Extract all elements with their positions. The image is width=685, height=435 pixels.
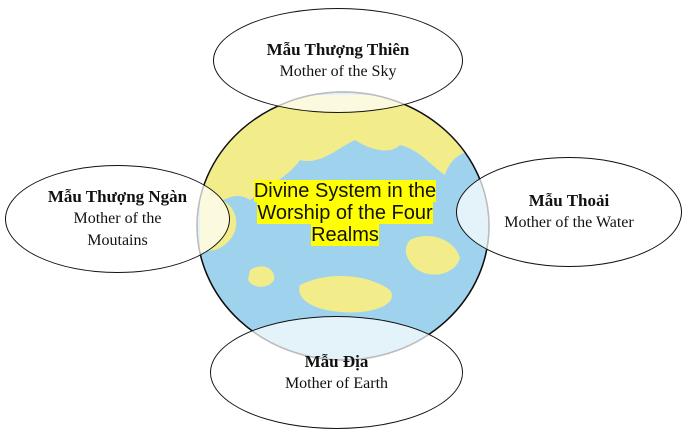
node-earth-title: Mẫu Địa bbox=[304, 351, 369, 371]
node-earth: Mẫu Địa Mother of Earth bbox=[210, 316, 463, 429]
continent-southeast bbox=[405, 236, 460, 275]
node-sky-subtitle: Mother of the Sky bbox=[279, 62, 397, 80]
node-mountain-subtitle: Mother of the Moutains bbox=[73, 210, 162, 249]
center-label: Divine System in the Worship of the Four… bbox=[234, 180, 456, 246]
continent-south bbox=[299, 275, 392, 313]
node-water-subtitle: Mother of the Water bbox=[504, 214, 634, 231]
node-earth-subtitle: Mother of Earth bbox=[284, 374, 389, 392]
node-sky-title: Mẫu Thượng Thiên bbox=[266, 39, 410, 59]
node-mountain: Mẫu Thượng Ngàn Mother of the Moutains bbox=[5, 165, 230, 273]
center-label-text: Divine System in the Worship of the Four… bbox=[253, 180, 437, 246]
node-sky: Mẫu Thượng Thiên Mother of the Sky bbox=[213, 8, 463, 113]
island-small bbox=[248, 266, 275, 287]
node-water-title: Mẫu Thoải bbox=[528, 191, 610, 210]
node-water: Mẫu Thoải Mother of the Water bbox=[456, 157, 682, 267]
node-mountain-title: Mẫu Thượng Ngàn bbox=[47, 187, 188, 206]
